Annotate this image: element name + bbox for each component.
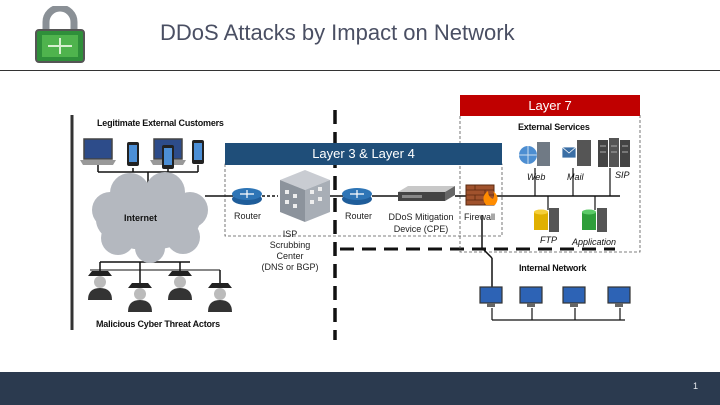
laptop-icon [80, 138, 116, 165]
desktop-icon [479, 286, 503, 307]
application-label: Application [572, 237, 617, 247]
database-icon [582, 208, 607, 232]
page-number: 1 [692, 381, 698, 391]
legit-customers-label: Legitimate External Customers [97, 118, 224, 128]
layer34-zone [224, 163, 503, 237]
router1-label: Router [234, 211, 262, 221]
hacker-icon [208, 283, 232, 312]
desktop-icon [607, 286, 631, 307]
malicious-actors-label: Malicious Cyber Threat Actors [96, 319, 220, 329]
isp-line3: Center [276, 251, 304, 261]
mail-label: Mail [567, 172, 584, 182]
isp-label: ISP Scrubbing Center (DNS or BGP) [260, 229, 320, 273]
router-icon [232, 188, 262, 205]
phone-icon [162, 145, 174, 169]
firewall-label: Firewall [464, 212, 496, 222]
slide-title: DDoS Attacks by Impact on Network [160, 20, 515, 45]
router2-label: Router [345, 211, 373, 221]
layer7-banner: Layer 7 [460, 95, 640, 116]
phone-icon [127, 142, 139, 166]
layer34-banner: Layer 3 & Layer 4 [225, 143, 502, 165]
ddos-line1: DDoS Mitigation [388, 212, 454, 222]
external-services-label: External Services [518, 122, 590, 132]
mail-icon [561, 140, 591, 166]
server-appliance-icon [398, 186, 455, 201]
hacker-icon [168, 271, 192, 300]
internet-label: Internet [124, 213, 158, 223]
hacker-icon [88, 271, 112, 300]
title-rule [0, 70, 720, 71]
web-label: Web [527, 172, 546, 182]
ftp-label: FTP [540, 235, 557, 245]
phone-icon [192, 140, 204, 164]
firewall-icon [465, 184, 498, 206]
cloud-icon [92, 172, 208, 263]
desktop-icon [519, 286, 543, 307]
router-icon [342, 188, 372, 205]
database-icon [534, 208, 559, 232]
footer-bar [0, 372, 720, 405]
building-icon [280, 170, 330, 222]
isp-line1: ISP [282, 229, 298, 239]
ddos-device-label: DDoS Mitigation Device (CPE) [383, 211, 459, 235]
ddos-line2: Device (CPE) [393, 224, 449, 234]
server-rack-icon [598, 138, 630, 167]
logo-lock-icon [30, 4, 90, 69]
internal-network-label: Internal Network [519, 263, 587, 273]
isp-line4: (DNS or BGP) [261, 262, 319, 272]
sip-label: SIP [615, 170, 630, 180]
globe-icon [519, 142, 550, 166]
hacker-icon [128, 283, 152, 312]
desktop-icon [562, 286, 586, 307]
isp-line2: Scrubbing [269, 240, 311, 250]
